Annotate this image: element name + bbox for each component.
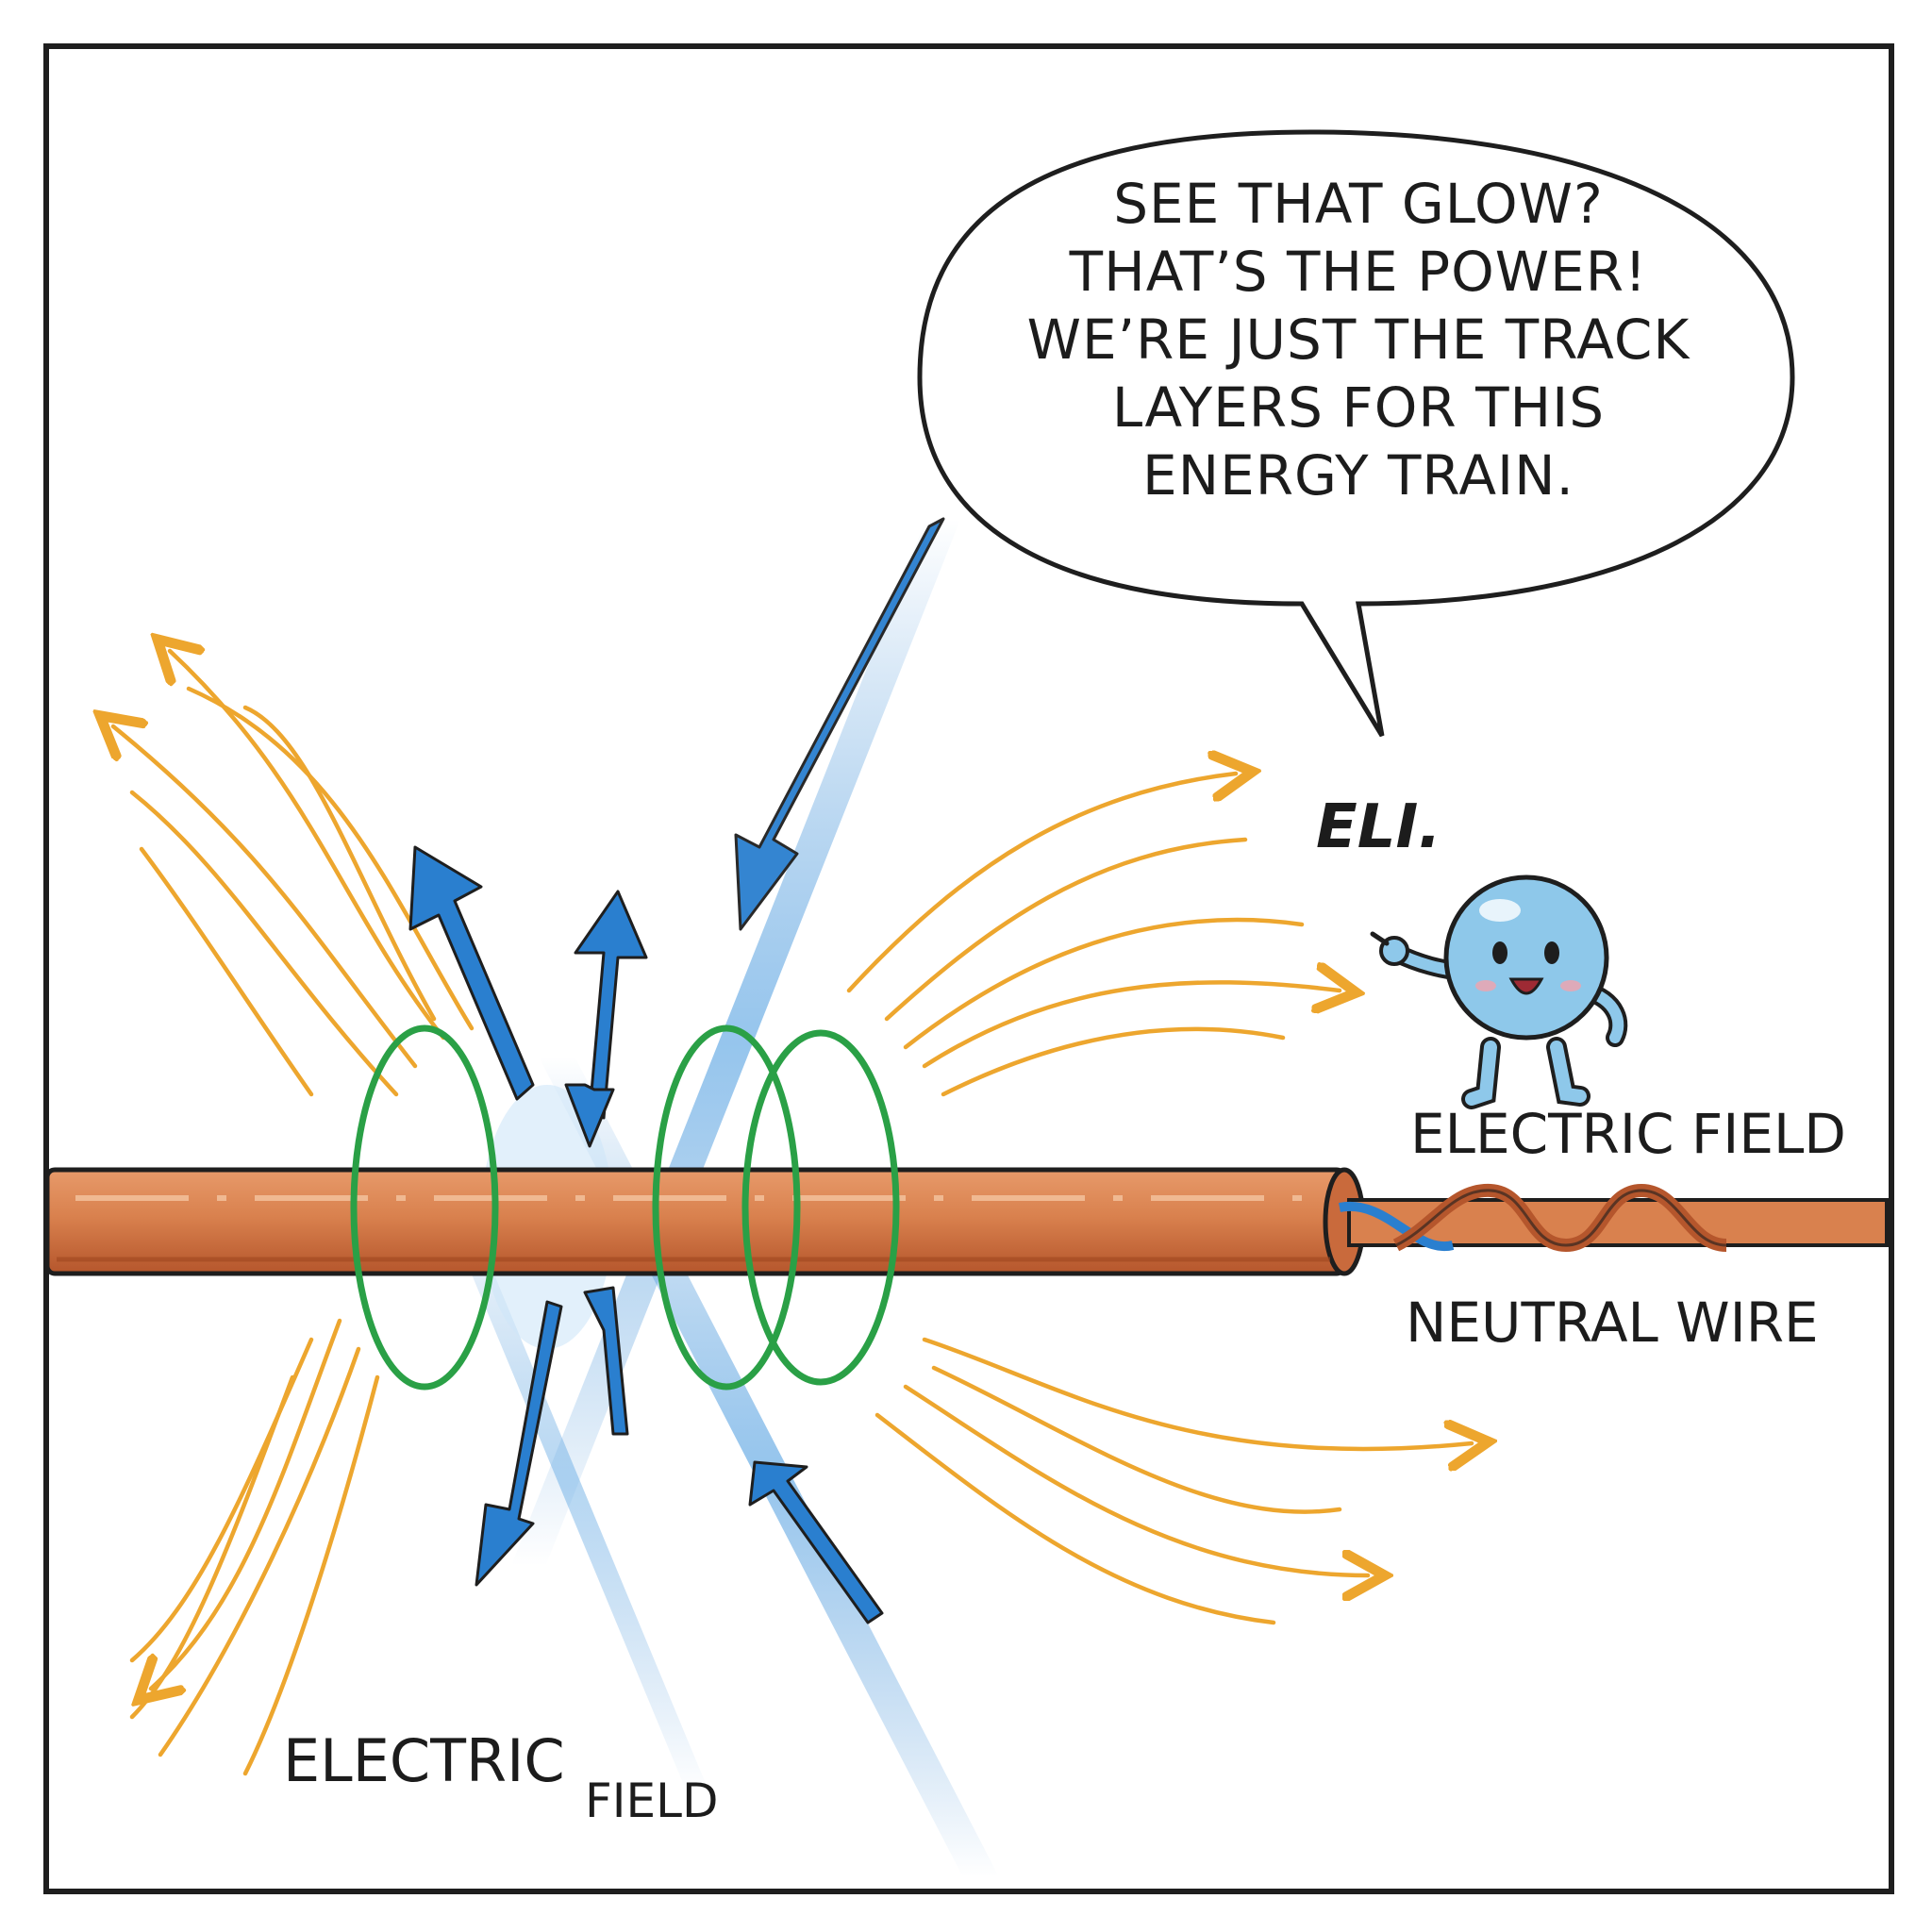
speech-line: WE’RE JUST THE TRACK — [1026, 308, 1690, 372]
energy-flow-lines-left — [113, 651, 475, 1097]
label-electric-field-left: ELECTRIC — [283, 1726, 565, 1795]
label-neutral-wire: NEUTRAL WIRE — [1406, 1291, 1819, 1355]
label-electric-field-left-second-line: FIELD — [585, 1774, 719, 1828]
speech-line: LAYERS FOR THIS — [1111, 375, 1606, 440]
electric-field-arrows — [408, 517, 945, 1624]
magnetic-field-loops — [350, 1024, 900, 1391]
speech-bubble — [917, 129, 1795, 738]
character-eli — [1370, 874, 1628, 1109]
label-electric-field-right: ELECTRIC FIELD — [1410, 1102, 1846, 1166]
speech-line: ENERGY TRAIN. — [1142, 443, 1574, 508]
energy-flow-lines-left-lower — [129, 1318, 380, 1776]
speech-bubble-text: SEE THAT GLOW? THAT’S THE POWER! WE’RE J… — [953, 170, 1764, 509]
copper-wire — [44, 1167, 1889, 1276]
speech-line: THAT’S THE POWER! — [1069, 240, 1648, 304]
energy-flow-lines-right — [846, 774, 1472, 1625]
character-name: ELI. — [1316, 792, 1441, 862]
speech-line: SEE THAT GLOW? — [1113, 172, 1604, 236]
